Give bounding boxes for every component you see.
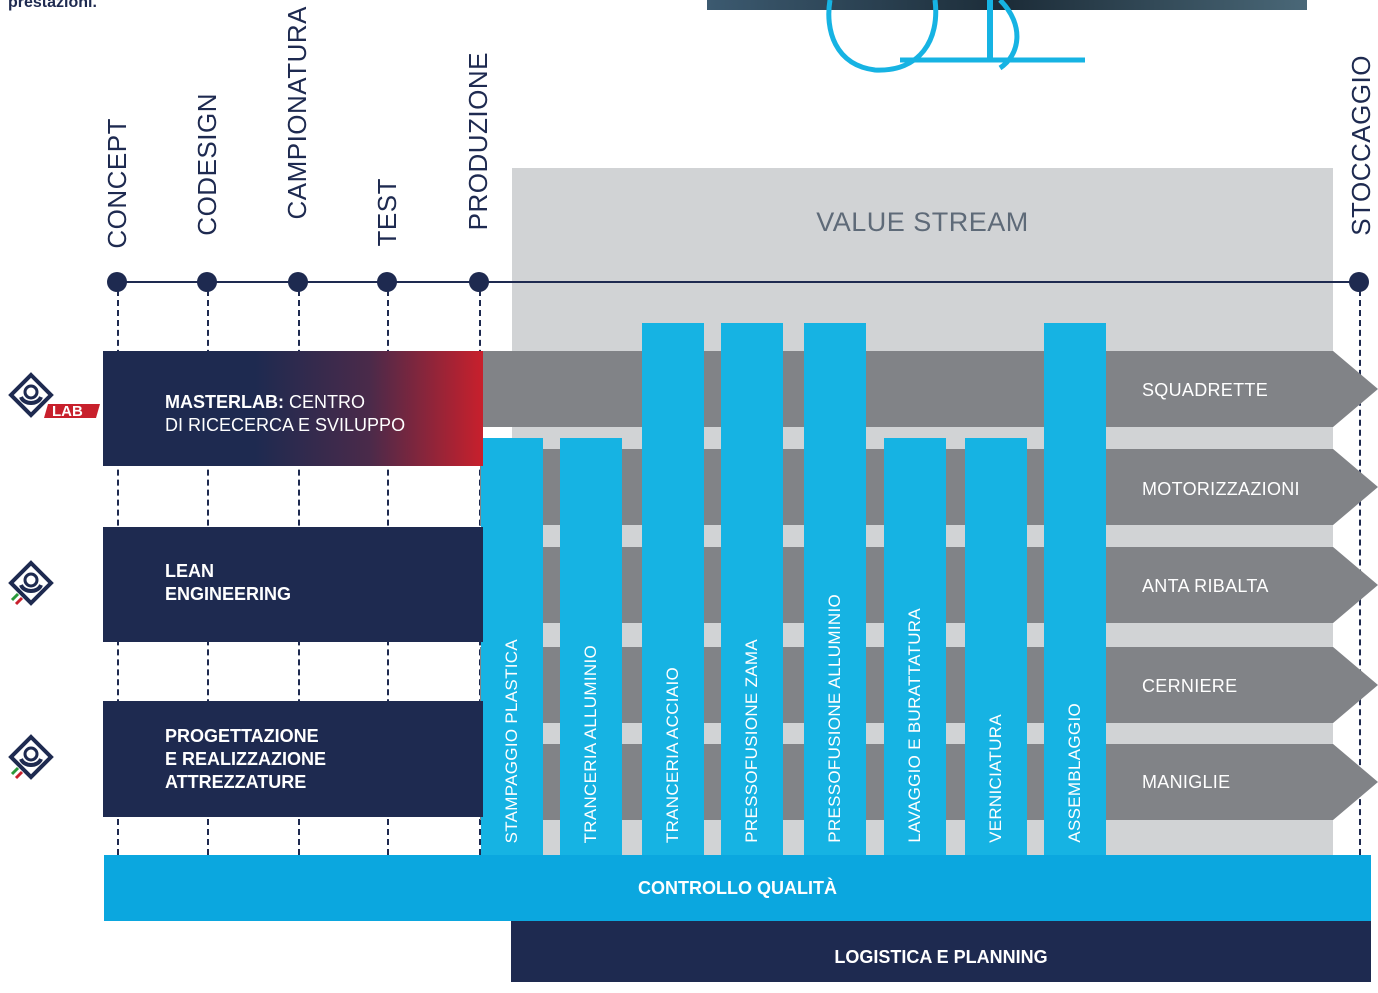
product-label-anta-ribalta: ANTA RIBALTA [1142,576,1269,596]
product-label-maniglie: MANIGLIE [1142,772,1231,792]
phase-concept: CONCEPT [102,118,132,249]
product-arrow-squadrette [480,351,1378,427]
process-column-tranceria-alluminio: TRANCERIA ALLUMINIO [560,438,622,855]
masterlab-logo: LAB [8,372,100,420]
company-logo-icon [8,734,54,780]
process-label: PRESSOFUSIONE ALLUMINIO [825,594,844,843]
timeline-dot-produzione [469,272,489,292]
logistics-planning-bar: LOGISTICA E PLANNING [511,921,1371,982]
timeline-dot-stoccaggio [1349,272,1369,292]
process-column-assemblaggio: ASSEMBLAGGIO [1044,323,1106,855]
phase-produzione: PRODUZIONE [463,52,493,231]
process-label: TRANCERIA ALLUMINIO [581,644,600,843]
process-column-verniciatura: VERNICIATURA [965,438,1027,855]
top-caption: prestazioni. [8,0,97,11]
prog-line1: PROGETTAZIONE [165,726,319,746]
process-label: LAVAGGIO E BURATTATURA [905,608,924,843]
process-label: STAMPAGGIO PLASTICA [502,638,521,843]
prog-line3: ATTREZZATURE [165,772,307,792]
process-column-stampaggio-plastica: STAMPAGGIO PLASTICA [481,438,543,855]
lean-line2: ENGINEERING [165,584,292,604]
process-label: TRANCERIA ACCIAIO [663,666,682,843]
process-label: ASSEMBLAGGIO [1065,703,1084,843]
prog-line2: E REALIZZAZIONE [165,749,326,769]
phase-stoccaggio: STOCCAGGIO [1346,55,1376,236]
timeline-axis [117,281,1360,283]
timeline-dot-campionatura [288,272,308,292]
phase-campionatura: CAMPIONATURA [282,6,312,220]
product-label-squadrette: SQUADRETTE [1142,380,1269,400]
quality-control-bar: CONTROLLO QUALITÀ [104,855,1371,921]
timeline-dot-codesign [197,272,217,292]
process-column-lavaggio-burattatura: LAVAGGIO E BURATTATURA [884,438,946,855]
phase-test: TEST [372,178,402,247]
company-logo-icon [8,560,54,606]
process-column-pressofusione-zama: PRESSOFUSIONE ZAMA [721,323,783,855]
product-label-motorizzazioni: MOTORIZZAZIONI [1142,479,1300,499]
value-stream-label: VALUE STREAM [816,207,1029,237]
masterlab-line2: DI RICECERCA E SVILUPPO [165,415,406,435]
timeline-dot-concept [107,272,127,292]
masterlab-title: MASTERLAB: [165,392,284,412]
lab-logo-text: LAB [52,403,83,418]
progettazione-box: PROGETTAZIONE E REALIZZAZIONE ATTREZZATU… [103,701,483,817]
lean-engineering-box: LEAN ENGINEERING [103,527,483,642]
decorative-lettering [826,0,1085,73]
masterlab-box: MASTERLAB: CENTRO DI RICECERCA E SVILUPP… [103,351,483,466]
lean-line1: LEAN [165,561,214,581]
process-label: VERNICIATURA [986,714,1005,843]
phase-codesign: CODESIGN [192,93,222,236]
process-column-tranceria-acciaio: TRANCERIA ACCIAIO [642,323,704,855]
process-label: PRESSOFUSIONE ZAMA [742,639,761,843]
timeline-dot-test [377,272,397,292]
product-label-cerniere: CERNIERE [1142,676,1238,696]
masterlab-subtitle: CENTRO [284,392,365,412]
process-column-pressofusione-alluminio: PRESSOFUSIONE ALLUMINIO [804,323,866,855]
